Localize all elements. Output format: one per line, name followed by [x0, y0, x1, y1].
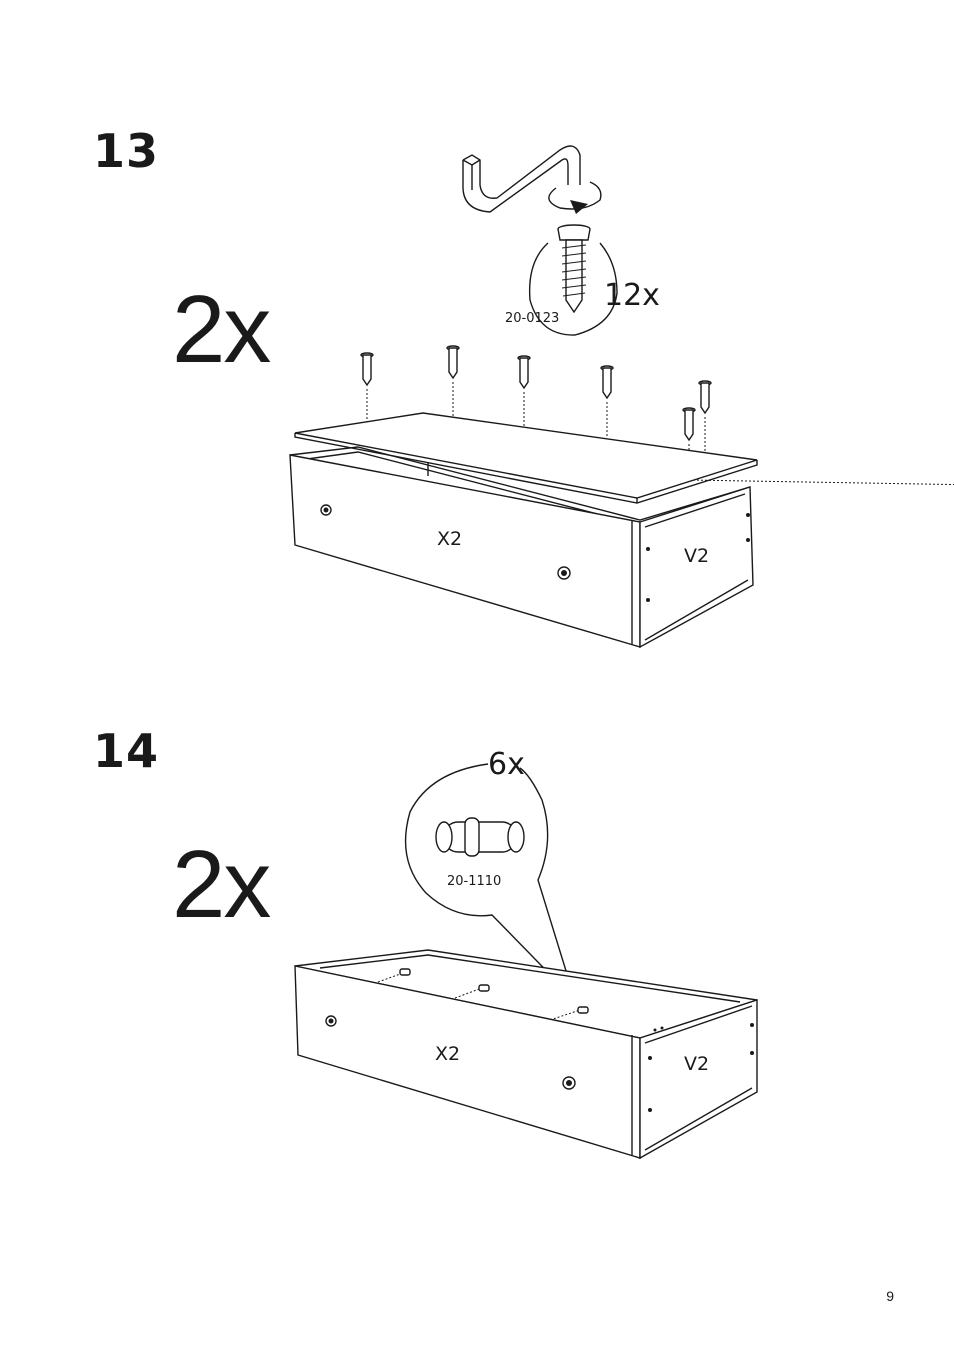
step-14-illustration: 6x 20-1110 X2 V2 — [0, 720, 954, 1190]
page-number: 9 — [886, 1288, 894, 1304]
screw-part-number: 20-0123 — [505, 311, 559, 326]
dowel-quantity: 6x — [488, 747, 525, 782]
screw-1 — [361, 353, 373, 423]
step-13-illustration: 12x 20-0123 — [0, 0, 954, 690]
screw-3 — [518, 356, 530, 428]
screw-4 — [601, 366, 613, 438]
screw-2 — [447, 346, 459, 420]
front-panel-label-13: X2 — [437, 528, 462, 550]
dowel-icon — [436, 818, 524, 856]
screw-callout: 12x 20-0123 — [505, 225, 660, 335]
drawer-body-14: X2 V2 — [295, 950, 757, 1158]
screw-6 — [683, 408, 954, 492]
front-panel-label-14: X2 — [435, 1043, 460, 1065]
dowel-part-number: 20-1110 — [447, 874, 501, 889]
screw-icon — [558, 225, 590, 312]
screw-5 — [699, 381, 711, 453]
side-panel-label-14: V2 — [684, 1053, 709, 1075]
screw-quantity: 12x — [604, 278, 660, 313]
hex-key-icon — [463, 146, 601, 214]
side-panel-label-13: V2 — [684, 545, 709, 567]
